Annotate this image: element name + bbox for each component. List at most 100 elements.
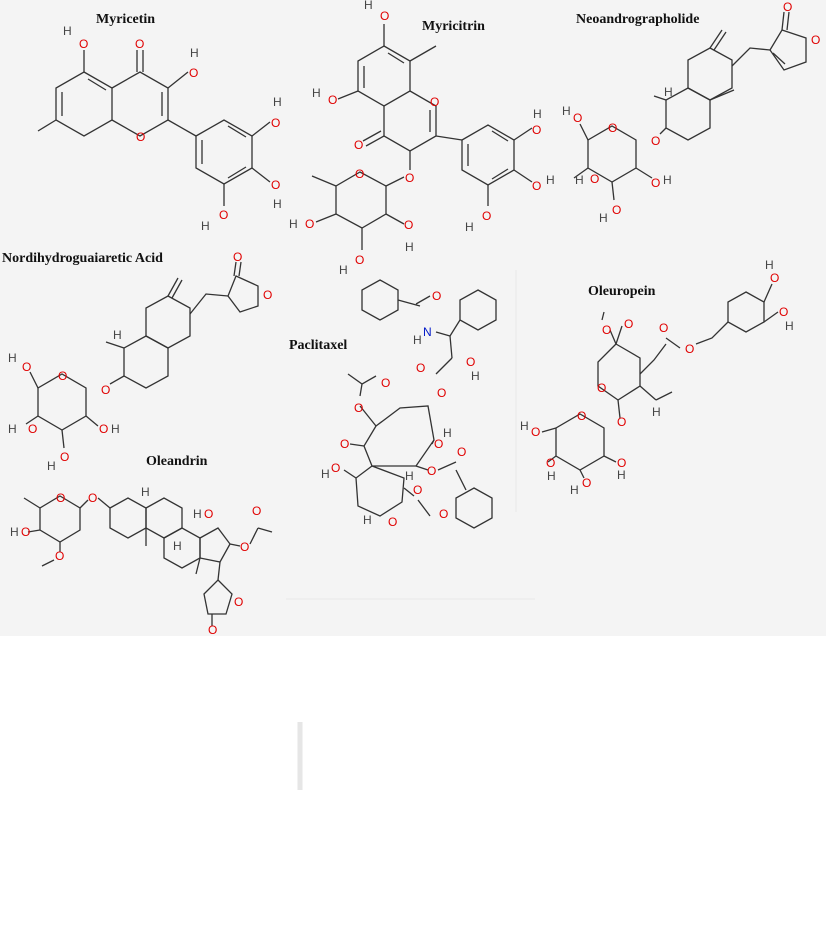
oxygen-atom: O [439,507,448,521]
oxygen-atom: O [305,217,314,231]
oxygen-atom: O [532,179,541,193]
oxygen-atom: O [597,381,606,395]
oxygen-atom: O [577,409,586,423]
hydrogen-atom: H [471,369,480,383]
hydrogen-atom: H [339,263,348,277]
oxygen-atom: O [651,134,660,148]
oxygen-atom: O [101,383,110,397]
compound-name-paclitaxel: Paclitaxel [289,338,347,353]
oxygen-atom: O [381,376,390,390]
hydrogen-atom: H [562,104,571,118]
oxygen-atom: O [608,121,617,135]
hydrogen-atom: H [111,422,120,436]
lactone-ring [227,275,259,313]
oxygen-atom: O [58,369,67,383]
oxygen-atom: O [612,203,621,217]
ring-b [461,124,515,186]
ring-b [195,119,253,185]
hydrogen-atom: H [173,539,182,553]
oxygen-atom: O [624,317,633,331]
ring-c [163,527,201,569]
oxygen-atom: O [779,305,788,319]
hydrogen-atom: H [363,513,372,527]
hydrogen-atom: H [8,351,17,365]
oxygen-atom: O [60,450,69,464]
oxygen-atom: O [204,507,213,521]
hydrogen-atom: H [289,217,298,231]
hydrogen-atom: H [443,426,452,440]
catechol-ring [727,291,765,333]
structure-myricitrin: Myricitrin H O O H O O O O H O [289,0,555,277]
compound-name-myricetin: Myricetin [96,12,155,27]
hydrogen-atom: H [141,485,150,499]
oxygen-atom: O [582,476,591,490]
benzene-ring [361,279,399,321]
oxygen-atom: O [617,415,626,429]
hydrogen-atom: H [663,173,672,187]
oxygen-atom: O [388,515,397,529]
structure-neoandrographolide: Neoandrographolide O O H O O O H O H O H… [562,0,820,225]
ring-d [199,527,231,563]
hydrogen-atom: H [599,211,608,225]
oxygen-atom: O [328,93,337,107]
oxygen-atom: O [28,422,37,436]
hydrogen-atom: H [405,469,414,483]
structure-panel [0,0,826,636]
oxygen-atom: O [271,116,280,130]
ring-c [111,71,169,137]
oxygen-atom: O [416,361,425,375]
oxygen-atom: O [413,483,422,497]
oxygen-atom: O [482,209,491,223]
oxygen-atom: O [546,456,555,470]
oxygen-atom: O [457,445,466,459]
oxygen-atom: O [263,288,272,302]
benzene-ring [455,487,493,529]
oxygen-atom: O [233,250,242,264]
hydrogen-atom: H [664,85,673,99]
hydrogen-atom: H [193,507,202,521]
oxygen-atom: O [331,461,340,475]
hydrogen-atom: H [652,405,661,419]
oxygen-atom: O [99,422,108,436]
oxygen-atom: O [136,130,145,144]
hydrogen-atom: H [570,483,579,497]
oxygen-atom: O [135,37,144,51]
lactone-ring [203,579,233,615]
structure-oleuropein: Oleuropein O H O H O O O O O H O O O H O… [520,258,794,497]
oxygen-atom: O [659,321,668,335]
oxygen-atom: O [617,456,626,470]
hydrogen-atom: H [47,459,56,473]
oxygen-atom: O [240,540,249,554]
hydrogen-atom: H [785,319,794,333]
ring-c [383,90,437,152]
hydrogen-atom: H [113,328,122,342]
hydrogen-atom: H [63,24,72,38]
ring-b [145,497,183,539]
oxygen-atom: O [354,138,363,152]
hydrogen-atom: H [273,95,282,109]
compound-name-myricitrin: Myricitrin [422,19,485,34]
oxygen-atom: O [811,33,820,47]
hydrogen-atom: H [533,107,542,121]
hydrogen-atom: H [575,173,584,187]
hydrogen-atom: H [405,240,414,254]
hydrogen-atom: H [617,468,626,482]
oxygen-atom: O [354,401,363,415]
ring-a [357,45,411,107]
oxygen-atom: O [252,504,261,518]
oxygen-atom: O [602,323,611,337]
oxygen-atom: O [590,172,599,186]
ring-lower [123,335,169,389]
structure-myricetin: Myricetin O O H O H O O H O H [37,12,282,233]
oxygen-atom: O [783,0,792,14]
hydrogen-atom: H [413,333,422,347]
oxygen-atom: O [685,342,694,356]
ring-a [109,497,147,539]
oxygen-atom: O [234,595,243,609]
hydrogen-atom: H [364,0,373,12]
oxygen-atom: O [427,464,436,478]
hydrogen-atom: H [520,419,529,433]
oxygen-atom: O [22,360,31,374]
ring-lower [355,465,405,517]
lactone-ring [769,29,807,71]
